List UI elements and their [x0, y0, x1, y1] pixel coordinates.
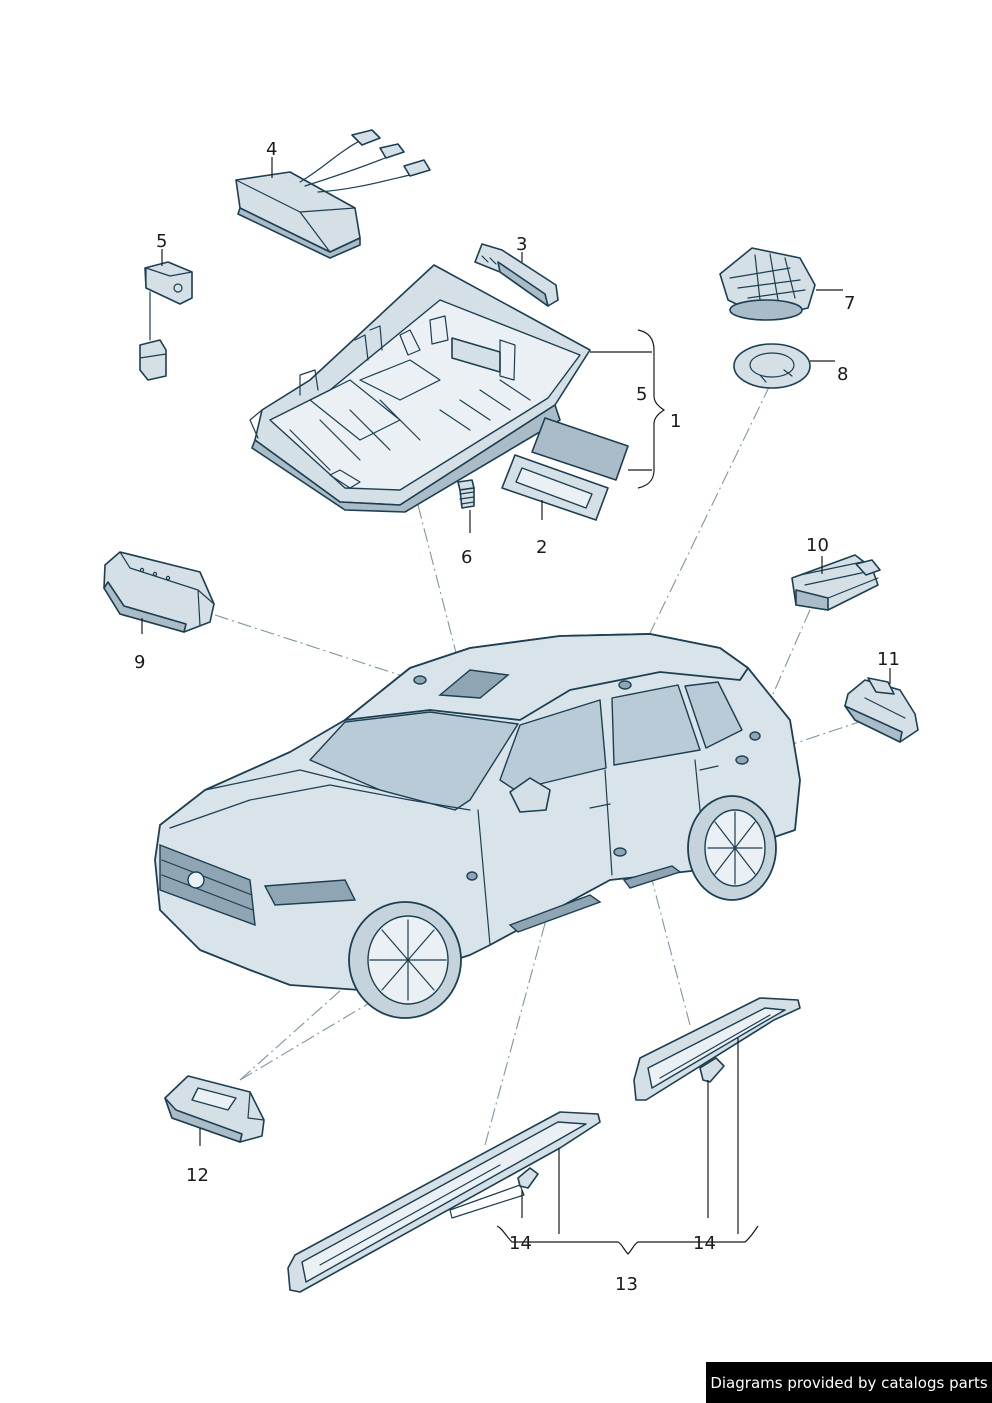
callout-8: 8	[837, 364, 848, 385]
control-module-part-4[interactable]	[235, 129, 431, 259]
callout-labels: 1 2 3 4 5 5 6 7 8 9 10 11 12 13 14 14	[134, 139, 900, 1295]
callout-7: 7	[844, 293, 855, 314]
switch-part-3[interactable]	[474, 243, 559, 307]
callout-2: 2	[536, 537, 547, 558]
sensor-part-5[interactable]	[139, 261, 193, 381]
speaker-part-7[interactable]	[719, 247, 816, 321]
trim-ring-part-8[interactable]	[733, 343, 811, 389]
credit-banner: Diagrams provided by catalogs parts	[706, 1362, 992, 1403]
screw-part-6[interactable]	[457, 479, 475, 509]
lens-frame-part-2[interactable]	[501, 454, 609, 521]
switch-module-part-10[interactable]	[791, 554, 881, 611]
door-lamp-part-9[interactable]	[103, 551, 215, 633]
clip-part-14-rear[interactable]	[699, 1057, 725, 1083]
tailgate-lamp-part-11[interactable]	[844, 677, 919, 743]
callout-12: 12	[186, 1165, 209, 1186]
credit-text: Diagrams provided by catalogs parts	[710, 1373, 988, 1392]
entry-lamp-part-12[interactable]	[164, 1075, 265, 1143]
leader-lines	[141, 157, 891, 1255]
callout-13: 13	[615, 1274, 638, 1295]
callout-3: 3	[516, 234, 527, 255]
clip-part-14-front[interactable]	[449, 1167, 539, 1219]
callout-6: 6	[461, 547, 472, 568]
callout-14-front: 14	[509, 1233, 532, 1254]
callout-14-rear: 14	[693, 1233, 716, 1254]
lens-cover-part-5[interactable]	[531, 417, 629, 481]
vehicle-illustration	[154, 633, 801, 1019]
callout-5-console: 5	[636, 384, 647, 405]
callout-4: 4	[266, 139, 277, 160]
callout-9: 9	[134, 652, 145, 673]
sill-plate-front[interactable]	[287, 1111, 601, 1293]
callout-5-sensor: 5	[156, 231, 167, 252]
callout-11: 11	[877, 649, 900, 670]
callout-1: 1	[670, 411, 681, 432]
callout-10: 10	[806, 535, 829, 556]
roof-console-assembly[interactable]	[249, 264, 591, 513]
sill-plate-rear[interactable]	[633, 997, 801, 1101]
